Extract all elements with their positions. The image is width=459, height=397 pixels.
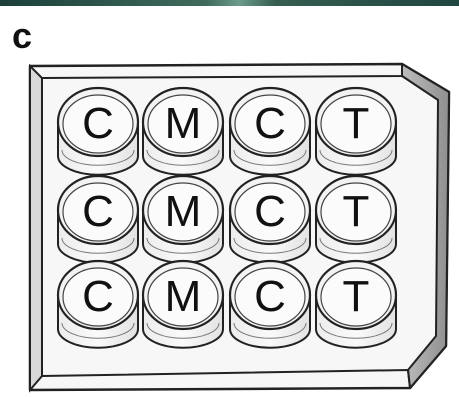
well: M <box>143 176 223 263</box>
well-label: M <box>165 99 202 148</box>
well-label: C <box>82 272 114 321</box>
well: T <box>316 176 396 263</box>
well: C <box>58 176 138 263</box>
well: C <box>58 88 138 175</box>
well-label: M <box>165 272 202 321</box>
well: C <box>230 88 310 175</box>
well: C <box>230 176 310 263</box>
well-label: T <box>343 187 370 236</box>
well-label: C <box>82 99 114 148</box>
well-label: M <box>165 187 202 236</box>
well-label: C <box>254 99 286 148</box>
well-label: C <box>82 187 114 236</box>
well: T <box>316 88 396 175</box>
well: M <box>143 88 223 175</box>
well: C <box>58 261 138 348</box>
well-label: T <box>343 272 370 321</box>
well-label: C <box>254 187 286 236</box>
well: M <box>143 261 223 348</box>
well-label: T <box>343 99 370 148</box>
well: T <box>316 261 396 348</box>
well: C <box>230 261 310 348</box>
well-label: C <box>254 272 286 321</box>
